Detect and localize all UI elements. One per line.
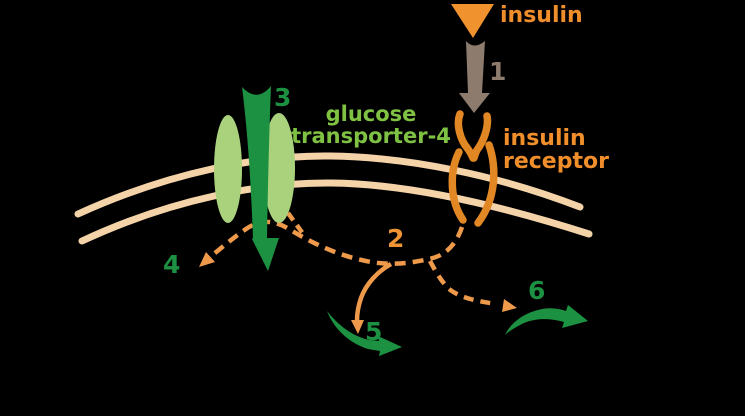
step-3-label: 3 — [274, 83, 292, 112]
insulin-receptor-label: insulin receptor — [503, 127, 609, 173]
glucose-transporter-label-line1: glucose — [325, 102, 417, 126]
glucose-transporter-label: glucose transporter-4 — [291, 103, 451, 147]
insulin-ligand-label: insulin — [500, 3, 583, 28]
glut4-left-oval — [214, 115, 242, 223]
receptor-outer-left-strand — [448, 148, 467, 224]
signal-arrowheads — [199, 252, 517, 334]
glucose-entry-arrow — [242, 86, 279, 271]
signal-path-main — [207, 219, 465, 266]
cell-membrane — [74, 152, 593, 245]
insulin-receptor-label-line2: receptor — [503, 149, 609, 174]
receptor-outer-right-strand — [474, 141, 498, 227]
green-process-arrow-5 — [327, 311, 402, 356]
signal-path-to-transporter — [286, 211, 306, 237]
insulin-receptor-shape — [448, 110, 498, 227]
glut4-right-oval — [263, 113, 295, 223]
receptor-inner-right-strand — [470, 112, 492, 162]
step-6-label: 6 — [528, 276, 546, 305]
step-2-label: 2 — [387, 224, 405, 253]
step-4-label: 4 — [163, 250, 181, 279]
step-5-label: 5 — [365, 317, 383, 346]
green-process-arrow-6 — [505, 305, 588, 335]
signal-arrowhead-4 — [199, 252, 215, 267]
cell-membrane-lower-line — [78, 179, 593, 245]
cell-membrane-upper-line — [74, 152, 584, 218]
signal-path-branch-5 — [354, 262, 393, 321]
signal-path-branch-6 — [428, 259, 498, 307]
glucose-transporter-label-line2: transporter-4 — [291, 124, 451, 148]
signal-arrowhead-6 — [502, 299, 517, 312]
glut4-transporter — [214, 113, 295, 223]
insulin-binding-arrow — [459, 41, 490, 113]
signal-cascade-paths — [207, 211, 498, 321]
insulin-triangle — [451, 4, 494, 38]
step-1-label: 1 — [489, 57, 507, 86]
signal-arrowhead-5 — [351, 320, 364, 334]
insulin-receptor-label-line1: insulin — [503, 126, 586, 151]
